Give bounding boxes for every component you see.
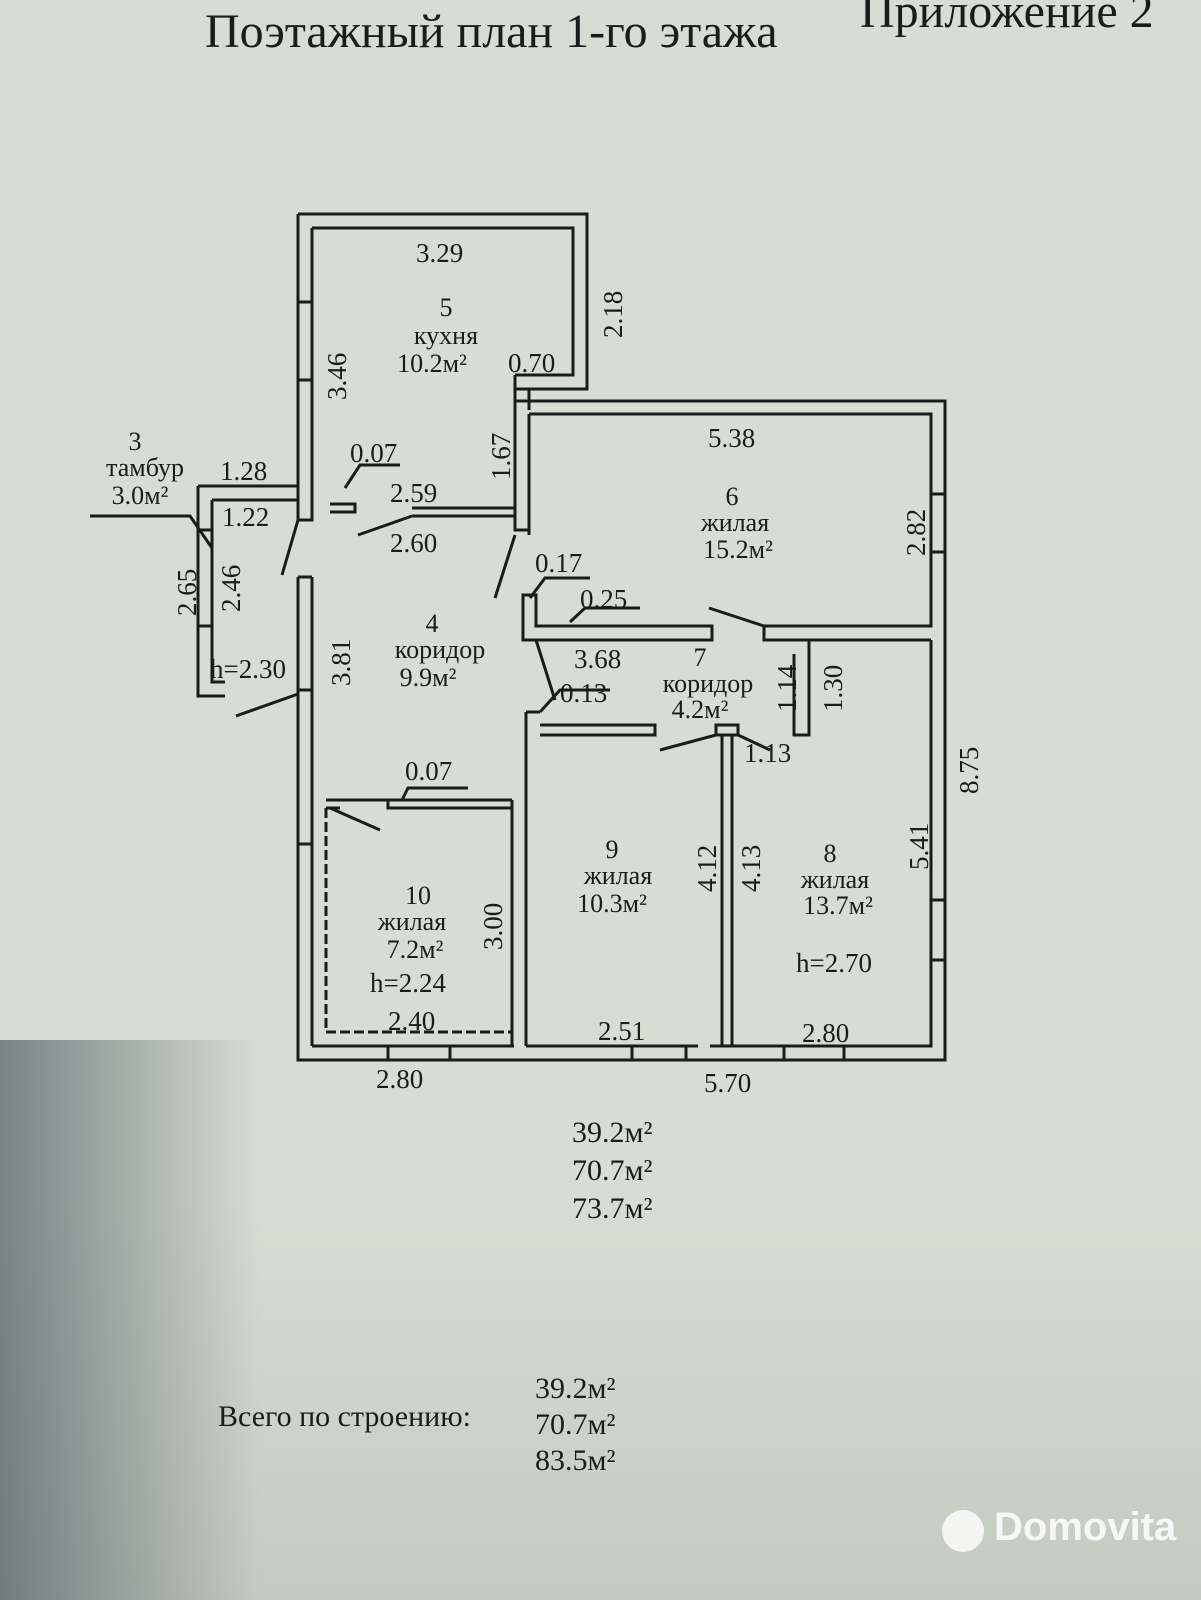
room-5-area: 10.2м² [397, 349, 467, 378]
walls [90, 212, 947, 1062]
dim-2-80-left: 2.80 [376, 1064, 423, 1094]
photo-shadow-bottom [0, 1200, 1201, 1600]
room-3-number: 3 [129, 427, 142, 456]
room-10-number: 10 [405, 881, 431, 910]
height-room10: h=2.24 [370, 968, 446, 998]
dim-1-30: 1.30 [818, 665, 848, 712]
room-8-name: жилая [800, 865, 869, 894]
dim-8-75: 8.75 [954, 747, 984, 794]
dim-2-82: 2.82 [901, 509, 931, 556]
room-4-name: коридор [395, 635, 485, 664]
building-totals-label: Всего по строению: [218, 1400, 471, 1433]
room-10-area: 7.2м² [387, 935, 444, 964]
dim-0-17: 0.17 [535, 548, 582, 578]
dim-3-81: 3.81 [326, 639, 356, 686]
room-3-label: 3 тамбур 3.0м² [106, 427, 184, 510]
room-7-number: 7 [694, 643, 707, 672]
dim-4-12: 4.12 [692, 845, 722, 892]
room-10-label: 10 жилая 7.2м² [377, 881, 446, 964]
room-5-number: 5 [440, 293, 453, 322]
room-9-label: 9 жилая 10.3м² [577, 835, 652, 918]
room-4-number: 4 [426, 609, 439, 638]
dim-2-40: 2.40 [388, 1006, 435, 1036]
room-6-label: 6 жилая 15.2м² [700, 482, 773, 564]
appendix-label: Приложение 2 [860, 0, 1154, 38]
dim-5-70: 5.70 [704, 1068, 751, 1098]
room-7-area: 4.2м² [672, 695, 729, 724]
dim-0-25: 0.25 [580, 584, 627, 614]
building-total-2: 70.7м² [535, 1408, 616, 1441]
room-6-area: 15.2м² [703, 535, 773, 564]
room-6-name: жилая [700, 508, 769, 537]
dim-0-13: 0.13 [560, 678, 607, 708]
dim-0-70: 0.70 [508, 348, 555, 378]
watermark: Domovita [994, 1505, 1177, 1549]
watermark-logo-icon [942, 1510, 984, 1552]
room-4-area: 9.9м² [400, 663, 457, 692]
room-5-label: 5 кухня 10.2м² [397, 293, 478, 378]
room-3-name: тамбур [106, 453, 184, 482]
page-title: Поэтажный план 1-го этажа [205, 5, 778, 58]
room-8-label: 8 жилая 13.7м² [800, 839, 873, 920]
dim-3-29: 3.29 [416, 238, 463, 268]
dim-5-41: 5.41 [904, 823, 934, 870]
room-9-name: жилая [583, 861, 652, 890]
dim-2-46: 2.46 [216, 565, 246, 612]
dim-2-59: 2.59 [390, 478, 437, 508]
height-tambur: h=2.30 [210, 654, 286, 684]
dim-2-51: 2.51 [598, 1016, 645, 1046]
room-8-area: 13.7м² [803, 891, 873, 920]
room-8-number: 8 [824, 839, 837, 868]
height-room8: h=2.70 [796, 948, 872, 978]
room-6-number: 6 [726, 482, 739, 511]
room-7-name: коридор [663, 669, 753, 698]
dim-0-07b: 0.07 [405, 756, 452, 786]
floor-total-2: 70.7м² [572, 1154, 653, 1187]
dim-0-07a: 0.07 [350, 438, 397, 468]
floor-total-1: 39.2м² [572, 1116, 653, 1149]
floor-total-3: 73.7м² [572, 1192, 653, 1225]
room-3-area: 3.0м² [112, 481, 169, 510]
dim-5-38: 5.38 [708, 423, 755, 453]
building-total-1: 39.2м² [535, 1372, 616, 1405]
dimensions-vertical: 2.18 3.46 1.67 2.82 2.65 2.46 3.81 1.14 … [172, 291, 984, 950]
dimensions-horizontal: 3.29 0.70 5.38 0.07 2.59 1.28 1.22 2.60 … [220, 238, 849, 1098]
room-9-number: 9 [606, 835, 619, 864]
room-4-label: 4 коридор 9.9м² [395, 609, 485, 692]
dim-2-18: 2.18 [598, 291, 628, 338]
dim-3-68: 3.68 [574, 644, 621, 674]
dim-2-65: 2.65 [172, 569, 202, 616]
dim-2-80-right: 2.80 [802, 1018, 849, 1048]
dim-1-13: 1.13 [744, 738, 791, 768]
room-10-name: жилая [377, 907, 446, 936]
dim-4-13: 4.13 [736, 845, 766, 892]
dim-3-46: 3.46 [322, 353, 352, 400]
room-9-area: 10.3м² [577, 889, 647, 918]
dim-1-22: 1.22 [222, 502, 269, 532]
building-total-3: 83.5м² [535, 1444, 616, 1477]
photo-shadow [0, 1040, 260, 1600]
dim-3-00: 3.00 [478, 903, 508, 950]
dim-2-60: 2.60 [390, 528, 437, 558]
room-5-name: кухня [414, 321, 478, 350]
dim-1-67: 1.67 [486, 433, 516, 480]
dim-1-14: 1.14 [772, 664, 802, 712]
dim-1-28: 1.28 [220, 456, 267, 486]
room-7-label: 7 коридор 4.2м² [663, 643, 753, 724]
